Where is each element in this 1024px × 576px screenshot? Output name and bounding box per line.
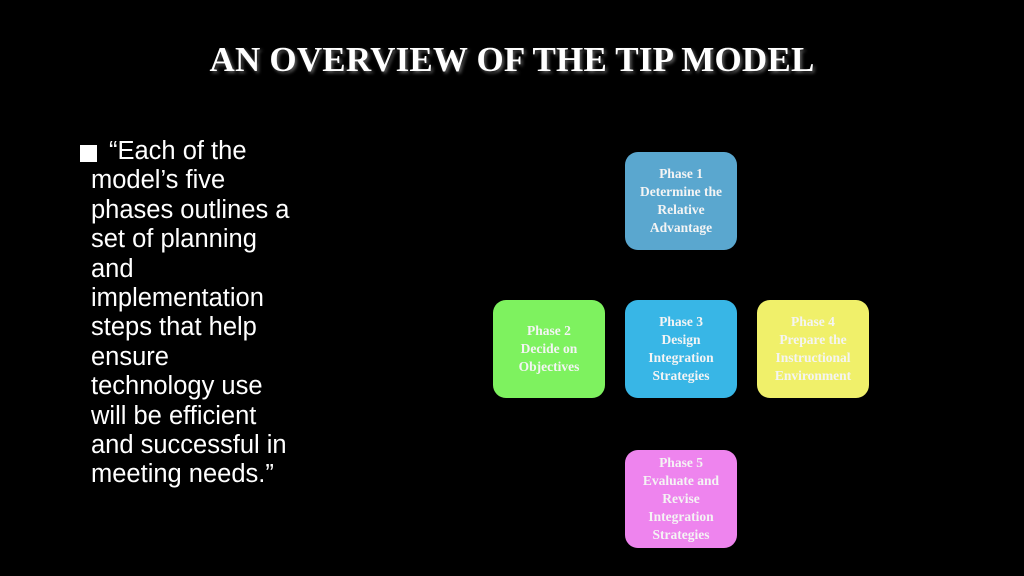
slide-title: AN OVERVIEW OF THE TIP MODEL	[209, 40, 815, 79]
phase-5-box: Phase 5 Evaluate and Revise Integration …	[625, 450, 737, 548]
phase-2-box: Phase 2 Decide on Objectives	[493, 300, 605, 398]
phase-3-box: Phase 3 Design Integration Strategies	[625, 300, 737, 398]
phase-3-label: Phase 3 Design Integration Strategies	[648, 314, 714, 383]
bullet-point: “Each of the model’s five phases outline…	[80, 137, 370, 490]
phase-4-label: Phase 4 Prepare the Instructional Enviro…	[774, 314, 852, 383]
phase-1-box: Phase 1 Determine the Relative Advantage	[625, 152, 737, 250]
phase-4-box: Phase 4 Prepare the Instructional Enviro…	[757, 300, 869, 398]
bullet-text: “Each of the model’s five phases outline…	[91, 137, 290, 489]
square-bullet-icon	[80, 145, 97, 162]
phase-2-label: Phase 2 Decide on Objectives	[518, 323, 580, 374]
phase-1-label: Phase 1 Determine the Relative Advantage	[639, 166, 723, 235]
phase-5-label: Phase 5 Evaluate and Revise Integration …	[642, 455, 720, 542]
